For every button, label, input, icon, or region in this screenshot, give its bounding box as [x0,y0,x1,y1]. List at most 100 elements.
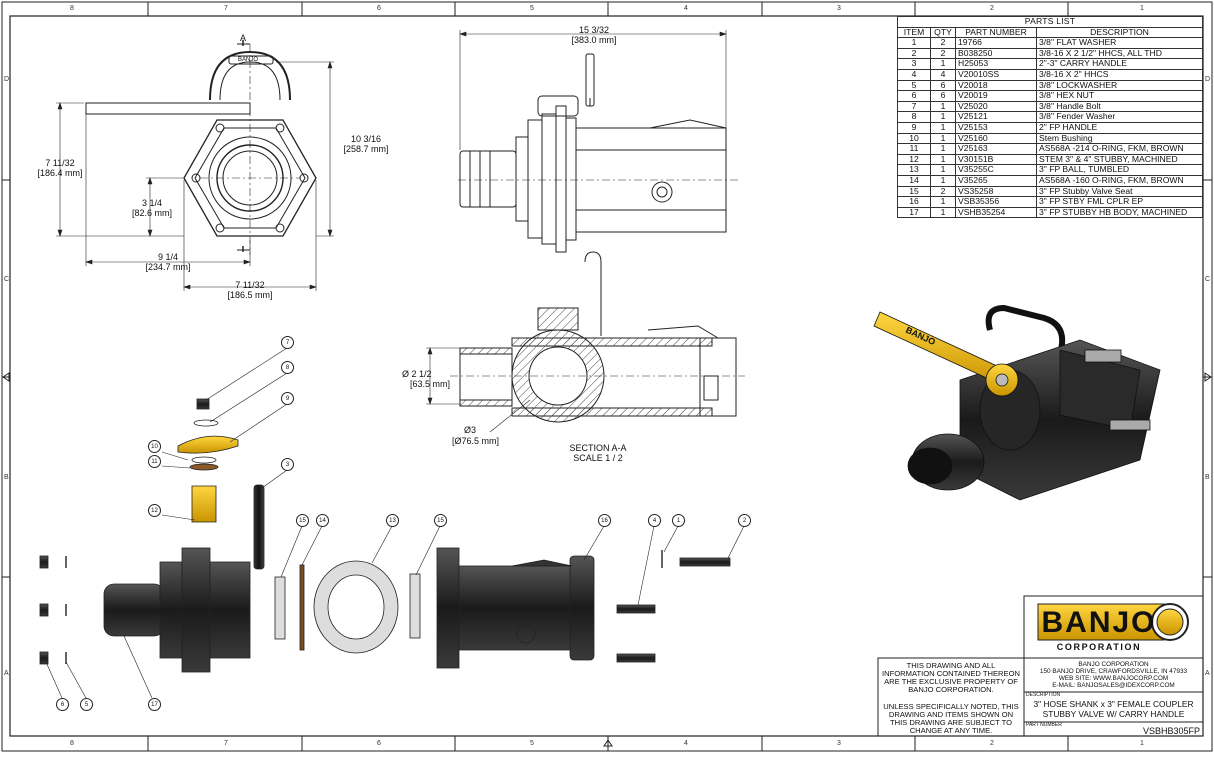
description-cell: 3" FP STUBBY HB BODY, MACHINED [1036,206,1203,219]
parts-list-table: PARTS LIST ITEM QTY PART NUMBER DESCRIPT… [897,16,1203,219]
address-line: 150 BANJO DRIVE, CRAWFORDSVILLE, IN 4793… [1039,668,1188,675]
qty-cell: 1 [930,58,956,70]
dim-body-height-mm: [258.7 mm] [343,144,389,154]
balloon: 13 [386,514,399,527]
item-cell: 12 [897,153,931,166]
dim-port-dia-mm: [63.5 mm] [410,379,451,389]
title-block-frame [877,595,1204,737]
section-dimensions [426,347,531,433]
item-cell: 2 [897,47,931,60]
notice-line: INFORMATION CONTAINED THEREON [882,669,1020,678]
zone-bot-4: 4 [684,740,688,747]
zone-top-2: 2 [990,5,994,12]
item-cell: 9 [897,121,931,134]
qty-cell: 1 [930,143,956,155]
zone-right-b: B [1205,474,1210,481]
section-view [450,251,745,423]
zone-left-b: B [4,474,9,481]
zone-bot-7: 7 [224,740,228,747]
dim-ball-dia: Ø3 [464,425,477,435]
qty-cell: 1 [930,132,956,145]
balloon: 6 [56,698,69,711]
item-cell: 4 [897,68,931,81]
banjo-logo-graphic [1037,603,1189,641]
description-cell: 3/8" Fender Washer [1036,111,1203,123]
description-cell: 3" FP Stubby Valve Seat [1036,185,1203,198]
dim-width-body-mm: [186.5 mm] [227,290,273,300]
description-cell: 3" FP BALL, TUMBLED [1036,164,1203,176]
description-line: 3" HOSE SHANK x 3" FEMALE COUPLER [1033,699,1194,709]
part-number-cell: VSB35356 [955,196,1037,208]
qty-cell: 1 [930,196,956,208]
zone-bot-2: 2 [990,740,994,747]
part-number-cell: V20018 [955,79,1037,92]
parts-list-header: ITEM QTY PART NUMBER DESCRIPTION [897,26,1203,39]
description-cell: 3/8-16 X 2" HHCS [1036,68,1203,81]
qty-cell: 6 [930,79,956,92]
col-header: DESCRIPTION [1036,26,1203,39]
balloon: 10 [148,440,161,453]
part-number-cell: VSHB35254 [955,206,1037,219]
description-cell: 3/8" LOCKWASHER [1036,79,1203,92]
balloon: 12 [148,504,161,517]
description-cell: STEM 3" & 4" STUBBY, MACHINED [1036,153,1203,166]
dim-port-dia: Ø 2 1/2 [402,369,432,379]
balloon: 4 [648,514,661,527]
notice-line: CHANGE AT ANY TIME. [909,726,993,735]
front-dimensions [56,61,334,291]
description-cell: 3/8" HEX NUT [1036,90,1203,102]
notice-line: DRAWING AND ITEMS SHOWN ON [888,710,1014,719]
balloon: 3 [281,458,294,471]
qty-cell: 1 [930,206,956,219]
balloon: 7 [281,336,294,349]
zone-top-1: 1 [1140,5,1144,12]
item-cell: 5 [897,79,931,92]
balloon: 15 [434,514,447,527]
section-marker-top: A [240,33,247,43]
description-cell: 3/8" FLAT WASHER [1036,37,1203,49]
item-cell: 6 [897,90,931,102]
dim-width-body: 7 11/32 [235,280,265,290]
qty-cell: 1 [930,111,956,123]
zone-bot-3: 3 [837,740,841,747]
col-header: PART NUMBER [955,26,1037,39]
item-cell: 11 [897,143,931,155]
item-cell: 8 [897,111,931,123]
balloon: 17 [148,698,161,711]
zone-right-d: D [1205,76,1211,83]
notice-line: UNLESS SPECIFICALLY NOTED, THIS [883,702,1019,711]
company-logo-text: BANJO [1041,606,1157,639]
notice-line: ARE THE EXCLUSIVE PROPERTY OF [884,677,1018,686]
dim-width-overall-mm: [234.7 mm] [145,262,191,272]
part-number-cell: V25163 [955,143,1037,155]
description-cell: Stem Bushing [1036,132,1203,145]
zone-bot-8: 8 [70,740,74,747]
part-number-cell: V25121 [955,111,1037,123]
balloon: 8 [281,361,294,374]
parts-list-title: PARTS LIST [897,16,1203,28]
qty-cell: 2 [930,37,956,49]
zone-bot-6: 6 [377,740,381,747]
part-number-value: VSBHB305FP [1142,726,1200,736]
qty-cell: 2 [930,185,956,198]
item-cell: 13 [897,164,931,176]
description-cell: AS568A -160 O-RING, FKM, BROWN [1036,174,1203,187]
address-line: WEB SITE: WWW.BANJOCORP.COM [1058,675,1169,682]
dim-handle-height-mm: [186.4 mm] [37,168,83,178]
description-line: STUBBY VALVE W/ CARRY HANDLE [1042,709,1185,719]
zone-top-6: 6 [377,5,381,12]
col-header: QTY [930,26,956,39]
qty-cell: 4 [930,68,956,81]
item-cell: 1 [897,37,931,49]
